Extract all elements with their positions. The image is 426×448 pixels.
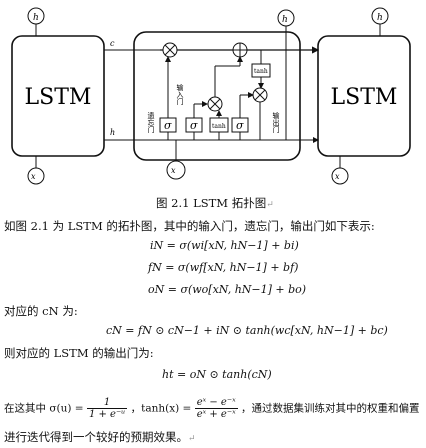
h-top-left-label: h: [33, 13, 39, 23]
forget-gate-label: 遗忘门: [147, 111, 155, 134]
paragraph-intro: 如图 2.1 为 LSTM 的拓扑图，其中的输入门，遗忘门，输出门如下表示:: [4, 219, 375, 233]
x-bottom-right-label: x: [335, 172, 340, 181]
svg-text:tanh: tanh: [212, 123, 226, 130]
equation-cell-state: cN = fN ⊙ cN−1 + iN ⊙ tanh(wc[xN, hN−1] …: [106, 324, 388, 337]
right-lstm-cell: [317, 35, 411, 157]
middle-lstm-cell: [133, 31, 301, 161]
x-bottom-left-node: [27, 167, 45, 185]
h-top-right-label: h: [377, 13, 383, 23]
equation-output-gate: oN = σ(wo[xN, hN−1] + bo): [148, 283, 307, 296]
c-prev-label: c: [110, 39, 115, 48]
x-bottom-mid-label: x: [171, 166, 176, 175]
equation-hidden-state: ht = oN ⊙ tanh(cN): [162, 368, 272, 381]
input-multiply-op: [207, 96, 223, 112]
lstm-topology-diagram: LSTM LSTM h x h x c h: [11, 7, 411, 185]
svg-text:σ: σ: [236, 119, 244, 132]
input-gate-sigma: σ: [185, 117, 203, 133]
forget-gate-sigma: σ: [159, 117, 177, 133]
cell-tanh: tanh: [251, 63, 271, 78]
equation-input-gate: iN = σ(wi[xN, hN−1] + bi): [150, 239, 299, 252]
h-prev-label: h: [110, 128, 115, 137]
output-gate-sigma: σ: [231, 117, 249, 133]
equation-forget-gate: fN = σ(wf[xN, hN−1] + bf): [148, 261, 299, 274]
paragraph-conclusion: 进行迭代得到一个较好的预期效果。↵: [4, 430, 196, 444]
svg-text:tanh: tanh: [254, 68, 268, 75]
cell-add-op: [232, 42, 248, 58]
svg-text:σ: σ: [190, 119, 198, 132]
h-top-right-node: [371, 7, 389, 25]
candidate-tanh: tanh: [209, 117, 229, 133]
output-gate-label: 输出门: [272, 111, 280, 134]
h-top-left-node: [27, 7, 45, 25]
input-gate-label: 输入门: [176, 83, 184, 106]
x-bottom-mid-node: [166, 160, 186, 180]
x-bottom-right-node: [331, 167, 349, 185]
forget-multiply-op: [162, 42, 178, 58]
left-lstm-label: LSTM: [25, 85, 92, 110]
h-top-mid-label: h: [282, 15, 288, 25]
svg-text:σ: σ: [164, 119, 172, 132]
figure-caption: 图 2.1 LSTM 拓扑图↵: [156, 196, 274, 210]
paragraph-cell-state: 对应的 cN 为:: [4, 304, 78, 318]
x-bottom-left-label: x: [31, 172, 36, 181]
right-lstm-label: LSTM: [331, 85, 398, 110]
left-lstm-cell: [11, 35, 105, 157]
h-top-mid-node: [277, 9, 295, 27]
paragraph-output: 则对应的 LSTM 的输出门为:: [4, 346, 154, 360]
output-multiply-op: [252, 87, 268, 103]
